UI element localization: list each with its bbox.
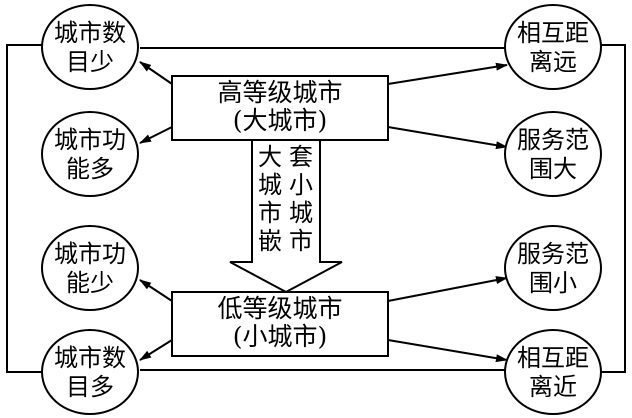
right-oval-2-line2: 围大 — [529, 155, 577, 183]
low-level-city-box — [171, 291, 389, 357]
left-oval-1-line2: 目少 — [66, 48, 114, 76]
right-oval-3-line2: 围小 — [529, 269, 577, 297]
arrow-left-char-4: 嵌 — [258, 227, 282, 255]
arrow-to-left-oval-2 — [139, 126, 173, 144]
nesting-down-arrow — [229, 139, 343, 294]
right-oval-service-range-large: 服务范 围大 — [504, 111, 602, 197]
right-oval-3-line1: 服务范 — [517, 240, 589, 268]
left-oval-3-line1: 城市功 — [54, 240, 126, 268]
arrow-to-left-oval-1 — [139, 61, 173, 85]
right-oval-1-line1: 相互距 — [517, 19, 589, 47]
arrow-left-char-2: 城 — [258, 171, 282, 199]
right-oval-distance-far: 相互距 离远 — [504, 4, 602, 90]
low-level-city-subtitle: (小城市) — [233, 322, 328, 351]
left-oval-3-line2: 能少 — [66, 269, 114, 297]
arrow-left-char-1: 大 — [258, 143, 282, 171]
left-oval-4-line1: 城市数 — [54, 344, 126, 372]
right-oval-4-line1: 相互距 — [517, 344, 589, 372]
arrow-right-char-2: 小 — [289, 171, 313, 199]
left-oval-city-count-low: 城市数 目少 — [41, 4, 139, 90]
right-outer-connector — [590, 44, 626, 373]
left-oval-city-function-many: 城市功 能多 — [41, 111, 139, 197]
nesting-text-left-column: 大 城 市 嵌 — [258, 143, 282, 255]
high-level-city-box — [171, 75, 389, 141]
arrow-to-right-oval-1 — [387, 62, 508, 85]
left-oval-city-count-high: 城市数 目多 — [41, 329, 139, 415]
left-oval-2-line1: 城市功 — [54, 126, 126, 154]
nesting-text-right-column: 套 小 城 市 — [289, 143, 313, 255]
arrow-right-char-1: 套 — [289, 143, 313, 171]
right-oval-2-line1: 服务范 — [517, 126, 589, 154]
low-level-city-title: 低等级城市 — [217, 294, 342, 323]
arrow-to-left-oval-3 — [139, 279, 173, 302]
right-oval-4-line2: 离近 — [529, 373, 577, 401]
left-outer-connector — [6, 44, 42, 373]
arrow-left-char-3: 市 — [258, 199, 282, 227]
right-oval-service-range-small: 服务范 围小 — [504, 225, 602, 311]
right-oval-1-line2: 离远 — [529, 48, 577, 76]
left-oval-city-function-few: 城市功 能少 — [41, 225, 139, 311]
high-level-city-subtitle: (大城市) — [233, 106, 328, 135]
arrow-to-right-oval-4 — [387, 339, 508, 363]
arrow-right-char-4: 市 — [289, 227, 313, 255]
left-oval-4-line2: 目多 — [66, 373, 114, 401]
left-oval-1-line1: 城市数 — [54, 19, 126, 47]
high-level-city-title: 高等级城市 — [217, 78, 342, 107]
arrow-to-right-oval-2 — [387, 126, 508, 150]
left-oval-2-line2: 能多 — [66, 155, 114, 183]
arrow-to-left-oval-4 — [139, 339, 173, 361]
arrow-right-char-3: 城 — [289, 199, 313, 227]
right-oval-distance-near: 相互距 离近 — [504, 329, 602, 415]
arrow-to-right-oval-3 — [387, 276, 508, 302]
